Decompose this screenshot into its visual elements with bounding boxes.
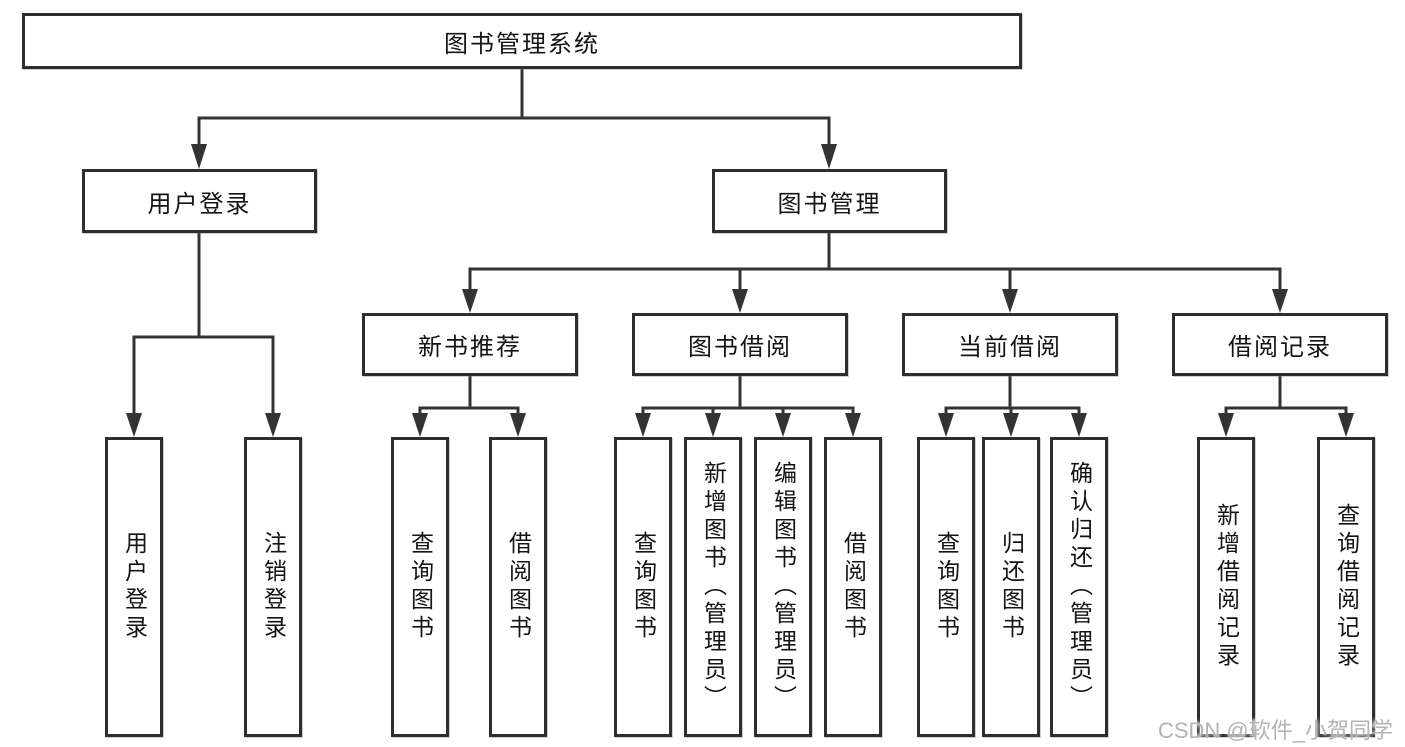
- node-label: 图书管理系统: [444, 30, 600, 58]
- leaf-user-login: 用户登录: [105, 437, 163, 737]
- leaf-query-books-current: 查询图书: [917, 437, 975, 737]
- leaf-add-book-admin: 新增图书（管理员）: [684, 437, 742, 737]
- node-root: 图书管理系统: [22, 13, 1022, 69]
- csdn-watermark: CSDN @软件_小贺同学: [1157, 718, 1393, 743]
- node-label: 当前借阅: [958, 334, 1062, 361]
- node-label: 新书推荐: [418, 334, 522, 361]
- leaf-query-books-recommend: 查询图书: [391, 437, 449, 737]
- node-label: 用户登录: [147, 190, 252, 218]
- node-user-login: 用户登录: [82, 169, 317, 233]
- leaf-edit-book-admin: 编辑图书（管理员）: [754, 437, 812, 737]
- node-label: 图书管理: [777, 190, 882, 218]
- leaf-query-borrow-record: 查询借阅记录: [1317, 437, 1375, 737]
- leaf-borrow-book: 借阅图书: [824, 437, 882, 737]
- node-book-borrowing: 图书借阅: [632, 313, 848, 376]
- node-book-management: 图书管理: [712, 169, 947, 233]
- leaf-borrow-books-recommend: 借阅图书: [489, 437, 547, 737]
- node-label: 图书借阅: [688, 334, 792, 361]
- leaf-return-book: 归还图书: [982, 437, 1040, 737]
- leaf-label: 借阅图书: [840, 531, 867, 643]
- leaf-add-borrow-record: 新增借阅记录: [1197, 437, 1255, 737]
- leaf-label: 用户登录: [121, 531, 148, 643]
- leaf-query-books-borrowing: 查询图书: [614, 437, 672, 737]
- leaf-label: 查询图书: [407, 531, 434, 643]
- leaf-logout: 注销登录: [244, 437, 302, 737]
- leaf-label: 查询图书: [933, 531, 960, 643]
- leaf-label: 编辑图书（管理员）: [770, 461, 797, 713]
- leaf-label: 查询图书: [630, 531, 657, 643]
- leaf-label: 新增图书（管理员）: [700, 461, 727, 713]
- node-borrowing-records: 借阅记录: [1172, 313, 1388, 376]
- node-label: 借阅记录: [1228, 334, 1332, 361]
- leaf-label: 注销登录: [260, 531, 287, 643]
- leaf-label: 新增借阅记录: [1213, 503, 1240, 671]
- leaf-confirm-return-admin: 确认归还（管理员）: [1050, 437, 1108, 737]
- node-current-borrowing: 当前借阅: [902, 313, 1118, 376]
- node-new-book-recommend: 新书推荐: [362, 313, 578, 376]
- leaf-label: 归还图书: [998, 531, 1025, 643]
- leaf-label: 确认归还（管理员）: [1066, 461, 1093, 713]
- leaf-label: 查询借阅记录: [1333, 503, 1360, 671]
- leaf-label: 借阅图书: [505, 531, 532, 643]
